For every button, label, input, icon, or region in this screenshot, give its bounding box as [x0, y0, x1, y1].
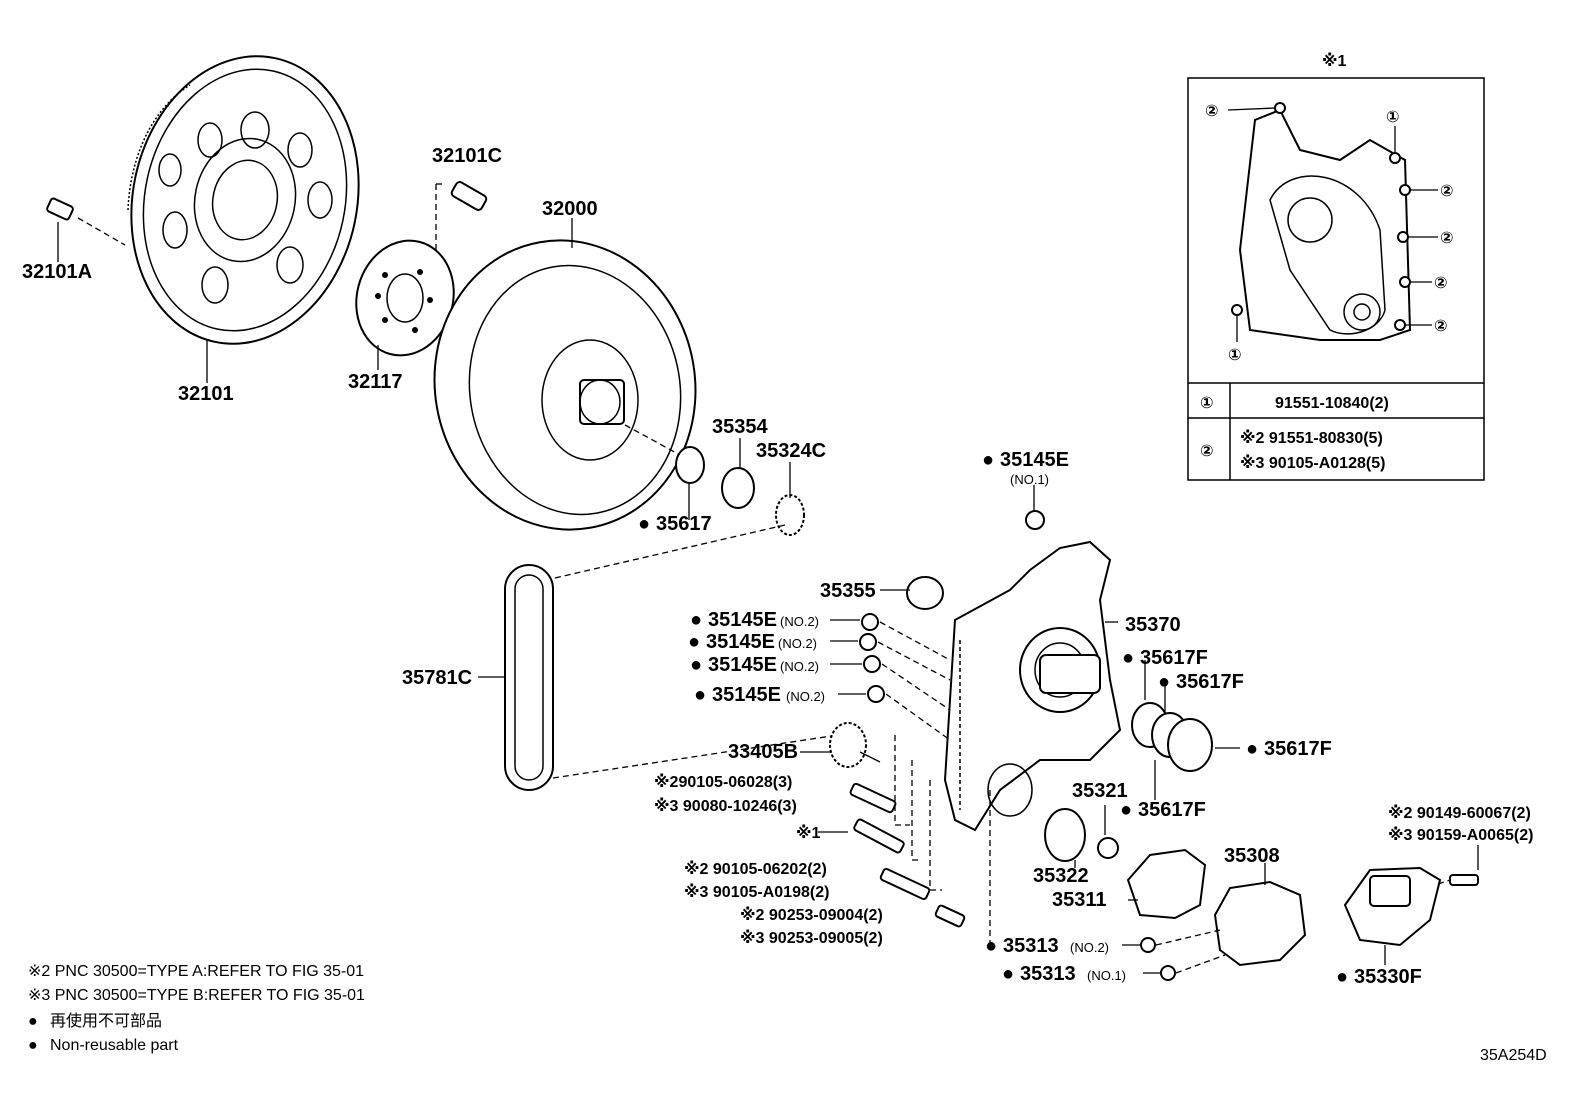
label-35313-no2: 35313	[1003, 935, 1059, 957]
sprocket-drawing	[829, 722, 881, 768]
inset-callout-2-c: ②	[1440, 230, 1454, 247]
label-35617F-1: 35617F	[1140, 647, 1208, 669]
bullet-35617F-3: ●	[1246, 738, 1258, 760]
bullet-35313-no1: ●	[1002, 963, 1014, 985]
inset-table-part-2a: ※2 91551-80830(5)	[1240, 429, 1383, 447]
nuts-no2-drawing	[859, 613, 951, 741]
inset-panel: ※1 ② ① ② ② ② ② ① ① 91551-10840(	[1187, 52, 1485, 481]
bullet-35145E-no1: ●	[982, 449, 994, 471]
label-bolt-1b: ※3 90080-10246(3)	[654, 797, 797, 815]
note-type-a: ※2 PNC 30500=TYPE A:REFER TO FIG 35-01	[28, 963, 364, 980]
legend-text-jp: 再使用不可部品	[50, 1012, 162, 1030]
label-35145E-a: 35145E	[708, 609, 777, 631]
bullet-35145E-b: ●	[688, 631, 700, 653]
label-no2-b: (NO.2)	[778, 636, 817, 651]
label-35145E-d: 35145E	[712, 684, 781, 706]
label-32101C: 32101C	[432, 145, 502, 167]
label-pin-a: ※2 90253-09004(2)	[740, 906, 883, 924]
label-35355: 35355	[820, 580, 876, 602]
inset-table-marker-2: ②	[1200, 443, 1214, 460]
label-35324C: 35324C	[756, 440, 826, 462]
bullet-35145E-c: ●	[690, 654, 702, 676]
label-32101A: 32101A	[22, 261, 92, 283]
legend-bullet-jp: ●	[28, 1013, 38, 1030]
label-35322: 35322	[1033, 865, 1089, 887]
bullet-35145E-a: ●	[690, 609, 702, 631]
inset-callout-2-a: ②	[1205, 103, 1219, 120]
label-32101: 32101	[178, 383, 234, 405]
figure-code: 35A254D	[1480, 1047, 1547, 1064]
bullet-35313-no2: ●	[985, 935, 997, 957]
label-no2-a: (NO.2)	[780, 614, 819, 629]
inset-callout-2-d: ②	[1434, 275, 1448, 292]
legend-text-en: Non-reusable part	[50, 1037, 179, 1054]
label-35370: 35370	[1125, 614, 1181, 636]
legend-bullet-en: ●	[28, 1037, 38, 1054]
label-35781C: 35781C	[402, 667, 472, 689]
torque-converter-drawing	[433, 239, 697, 531]
label-bolt-3a: ※2 90105-06202(2)	[684, 860, 827, 878]
label-35617: 35617	[656, 513, 712, 535]
label-pin-b: ※3 90253-09005(2)	[740, 929, 883, 947]
label-bolt-2: ※1	[796, 824, 821, 842]
pump-bolts-drawing	[849, 735, 991, 945]
bullet-35330F: ●	[1336, 966, 1348, 988]
pump-rings-drawing	[1131, 702, 1213, 772]
flywheel-drawing	[127, 55, 360, 345]
label-35617F-4: 35617F	[1138, 799, 1206, 821]
drive-plate-drawing	[355, 239, 455, 357]
inset-callout-2-b: ②	[1440, 183, 1454, 200]
note-type-b: ※3 PNC 30500=TYPE B:REFER TO FIG 35-01	[28, 987, 365, 1004]
bullet-35145E-d: ●	[694, 684, 706, 706]
inset-callout-1-a: ①	[1386, 109, 1400, 126]
bullet-35617F-1: ●	[1122, 647, 1134, 669]
label-35354: 35354	[712, 416, 768, 438]
bolt-32101C-drawing	[435, 181, 488, 250]
inset-callout-2-e: ②	[1434, 318, 1448, 335]
label-bolt-r2: ※3 90159-A0065(2)	[1388, 826, 1533, 844]
label-no2-e: (NO.2)	[1070, 940, 1109, 955]
inset-table-marker-1: ①	[1200, 395, 1214, 412]
label-35617F-3: 35617F	[1264, 738, 1332, 760]
bullet-35617F-2: ●	[1158, 671, 1170, 693]
bullet-35617F-4: ●	[1120, 799, 1132, 821]
pump-cover-drawing	[943, 540, 1122, 832]
label-35145E-no1: 35145E	[1000, 449, 1069, 471]
legend: ※2 PNC 30500=TYPE A:REFER TO FIG 35-01 ※…	[28, 963, 1547, 1064]
label-32000: 32000	[542, 198, 598, 220]
label-bolt-r1: ※2 90149-60067(2)	[1388, 804, 1531, 822]
label-35313-no1: 35313	[1020, 963, 1076, 985]
label-bolt-3b: ※3 90105-A0198(2)	[684, 883, 829, 901]
label-bolt-1a: ※290105-06028(3)	[654, 773, 792, 791]
label-35617F-2: 35617F	[1176, 671, 1244, 693]
label-35330F: 35330F	[1354, 966, 1422, 988]
label-no1: (NO.1)	[1010, 472, 1049, 487]
bolt-32101A-drawing	[46, 197, 126, 246]
label-35308: 35308	[1224, 845, 1280, 867]
leader-lines	[57, 218, 1479, 974]
label-33405B: 33405B	[728, 741, 798, 763]
label-35311: 35311	[1052, 889, 1107, 911]
part-labels: 32101A 32101 32101C 32117 32000 35354 35…	[22, 145, 1533, 988]
label-35321: 35321	[1072, 780, 1128, 802]
label-32117: 32117	[348, 371, 403, 393]
label-35145E-c: 35145E	[708, 654, 777, 676]
label-35145E-b: 35145E	[706, 631, 775, 653]
inset-callout-1-b: ①	[1228, 347, 1242, 364]
label-no2-c: (NO.2)	[780, 659, 819, 674]
pump-internals-drawing	[1044, 808, 1479, 981]
label-no1-b: (NO.1)	[1087, 968, 1126, 983]
inset-table-part-2b: ※3 90105-A0128(5)	[1240, 454, 1385, 472]
label-no2-d: (NO.2)	[786, 689, 825, 704]
inset-title: ※1	[1322, 52, 1347, 70]
bullet-35617: ●	[638, 513, 650, 535]
inset-table-part-1: 91551-10840(2)	[1275, 395, 1389, 412]
